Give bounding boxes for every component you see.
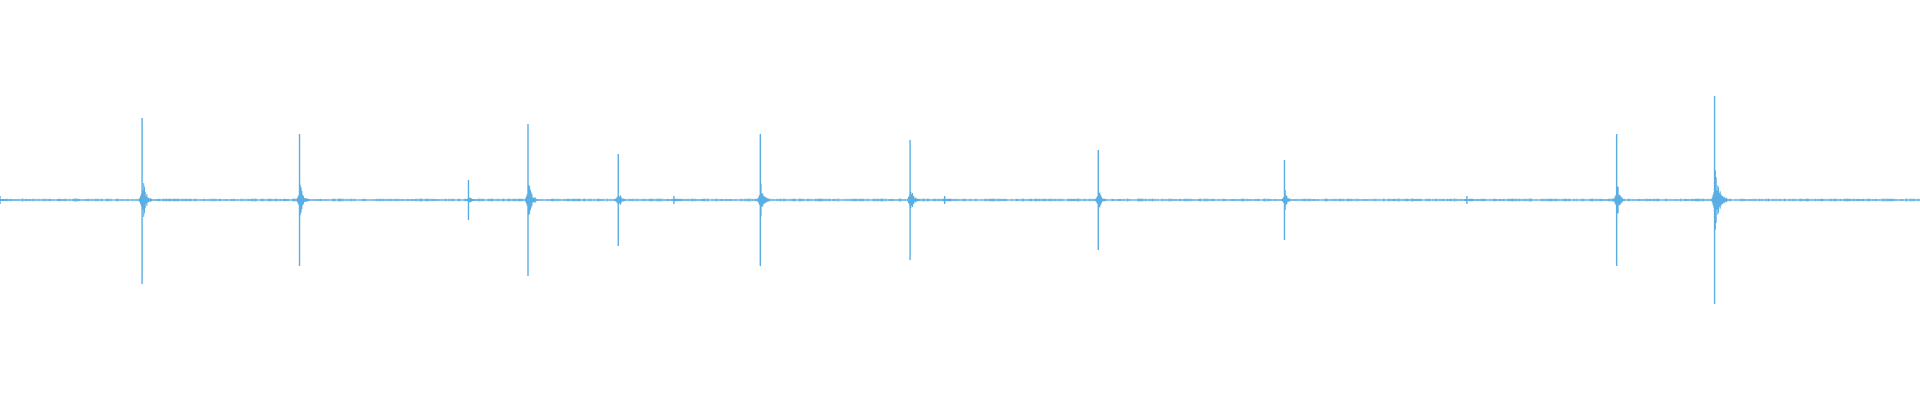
waveform-peak-tail bbox=[615, 195, 626, 205]
waveform-peak bbox=[1613, 134, 1626, 266]
waveform-peak bbox=[296, 134, 308, 266]
waveform-peak-tail bbox=[0, 199, 7, 201]
waveform-peak-tail bbox=[671, 199, 681, 201]
waveform-noise bbox=[0, 198, 1920, 202]
waveform-peak-tail bbox=[465, 197, 476, 203]
waveform-peak-tail bbox=[941, 199, 952, 201]
waveform-peak-tail bbox=[1711, 170, 1728, 230]
waveform-peak bbox=[907, 140, 918, 260]
waveform-peak bbox=[1281, 160, 1292, 240]
waveform-peak bbox=[0, 196, 7, 204]
waveform-peaks bbox=[0, 96, 1920, 304]
waveform-peak bbox=[139, 118, 153, 284]
waveform-peak-tail bbox=[1095, 192, 1106, 208]
waveform-peak-tail bbox=[1464, 199, 1474, 201]
waveform-peak bbox=[465, 180, 476, 220]
waveform-peak bbox=[757, 134, 769, 266]
waveform-peak-tail bbox=[907, 191, 918, 209]
waveform-peak-tail bbox=[1613, 186, 1626, 214]
waveform-peak bbox=[525, 124, 538, 276]
waveform-peak-tail bbox=[1281, 190, 1292, 210]
waveform-peak-tail bbox=[525, 184, 538, 216]
waveform-peak-tail bbox=[296, 184, 308, 216]
waveform-peak-tail bbox=[139, 183, 153, 217]
waveform-peak bbox=[671, 196, 681, 204]
waveform-peak bbox=[615, 154, 626, 246]
waveform-peak-tail bbox=[757, 183, 769, 217]
waveform-peak bbox=[1095, 150, 1106, 250]
waveform-peak bbox=[941, 196, 952, 204]
waveform-peak bbox=[1464, 196, 1474, 204]
waveform-peak bbox=[1711, 96, 1728, 304]
